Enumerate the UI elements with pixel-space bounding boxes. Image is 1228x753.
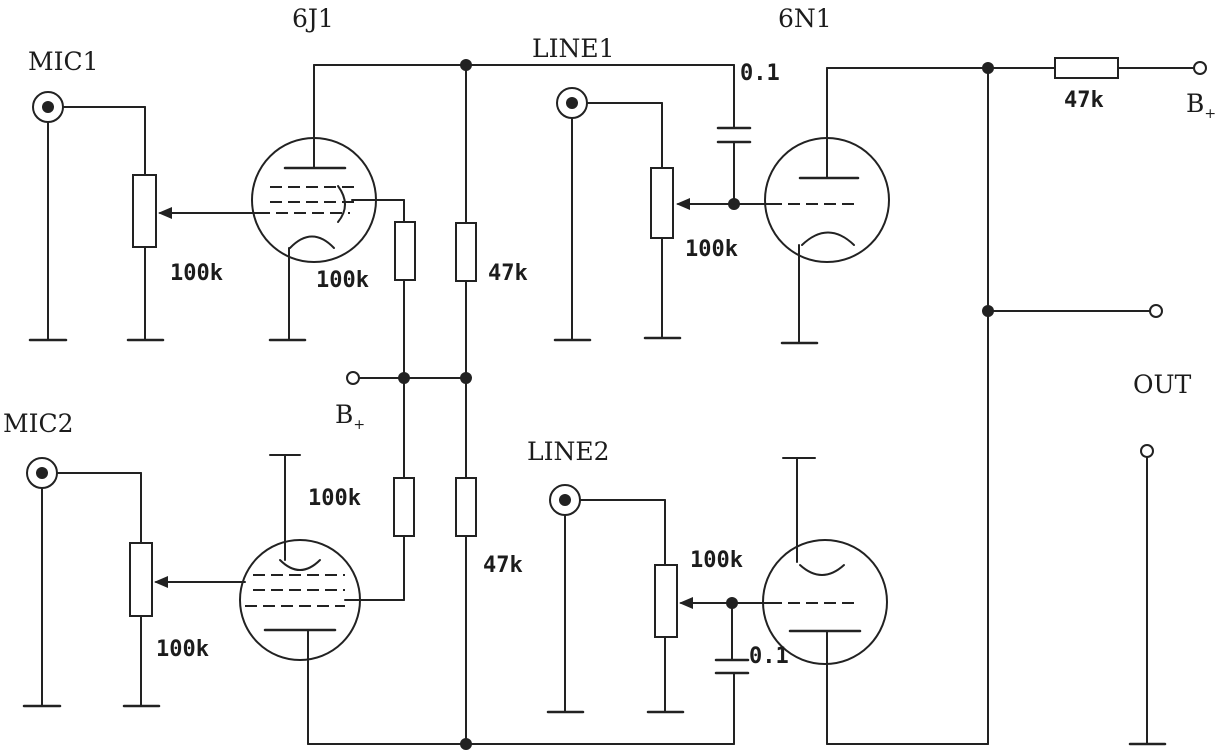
line1-jack [553,87,592,342]
label-mic2: MIC2 [3,409,74,438]
output-bus [982,57,1207,745]
label-b-plus-right: B+ [1186,89,1216,122]
lower-triode-6n1 [762,457,989,745]
value-plate-res-upper: 100k [316,268,369,293]
value-plate-res-lower: 100k [308,486,361,511]
mic1-jack [28,91,68,342]
upper-plate-load [313,59,735,379]
upper-pentode-6j1 [251,64,405,342]
upper-coupling-capacitor [716,64,752,205]
lower-screen-resistor [393,377,415,601]
line1-potentiometer [586,102,771,340]
value-screen-res-upper: 47k [488,261,528,286]
value-pot-mic2: 100k [156,637,209,662]
tube-label-6j1: 6J1 [292,4,334,33]
value-screen-res-lower: 47k [483,553,523,578]
upper-screen-resistor [394,199,416,379]
line2-potentiometer [579,499,771,714]
value-output-res: 47k [1064,88,1104,113]
value-pot-line2: 100k [690,548,743,573]
label-b-plus-center: B+ [335,400,365,433]
mic2-jack [22,457,62,708]
output-ground-terminal [1128,444,1167,746]
value-cap-lower: 0.1 [749,644,789,669]
b-plus-junction [346,371,472,385]
mic1-potentiometer [62,106,259,342]
lower-pentode-6j1 [239,454,405,745]
label-mic1: MIC1 [28,47,99,76]
value-pot-line1: 100k [685,237,738,262]
label-line2: LINE2 [527,437,610,466]
mic2-potentiometer [56,472,246,708]
upper-triode-6n1 [764,67,989,345]
lower-coupling-capacitor [714,602,750,675]
label-out: OUT [1133,370,1192,399]
line2-jack [546,484,585,714]
label-line1: LINE1 [532,34,615,63]
value-pot-mic1: 100k [170,261,223,286]
lower-plate-load [455,377,477,745]
bottom-plate-wire [307,672,735,750]
tube-label-6n1: 6N1 [778,4,832,33]
value-cap-upper: 0.1 [740,61,780,86]
